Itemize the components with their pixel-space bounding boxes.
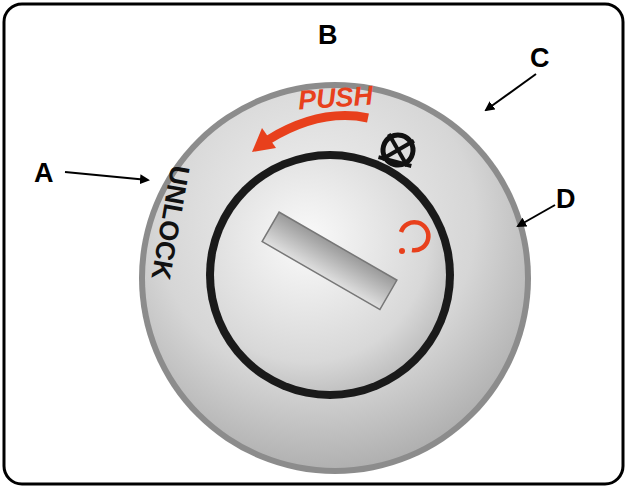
callout-letter: D [556, 186, 576, 213]
frame [4, 4, 623, 484]
push-arrowhead [252, 128, 276, 152]
push-arrow [268, 116, 368, 140]
steering-lock-symbol [378, 131, 419, 169]
callout-letter: C [530, 45, 550, 72]
bezel-face [145, 88, 525, 468]
callout-letter: A [34, 160, 54, 187]
on-position-symbol [399, 222, 428, 254]
push-label: PUSH [297, 82, 374, 114]
key-cylinder [214, 159, 446, 391]
callout-letter: B [318, 22, 338, 49]
key-slot [262, 212, 397, 309]
bezel-rim [139, 82, 531, 474]
leader-line [518, 205, 555, 226]
leader-line [65, 172, 148, 180]
cylinder-ring [206, 151, 454, 399]
leader-line [486, 74, 536, 110]
